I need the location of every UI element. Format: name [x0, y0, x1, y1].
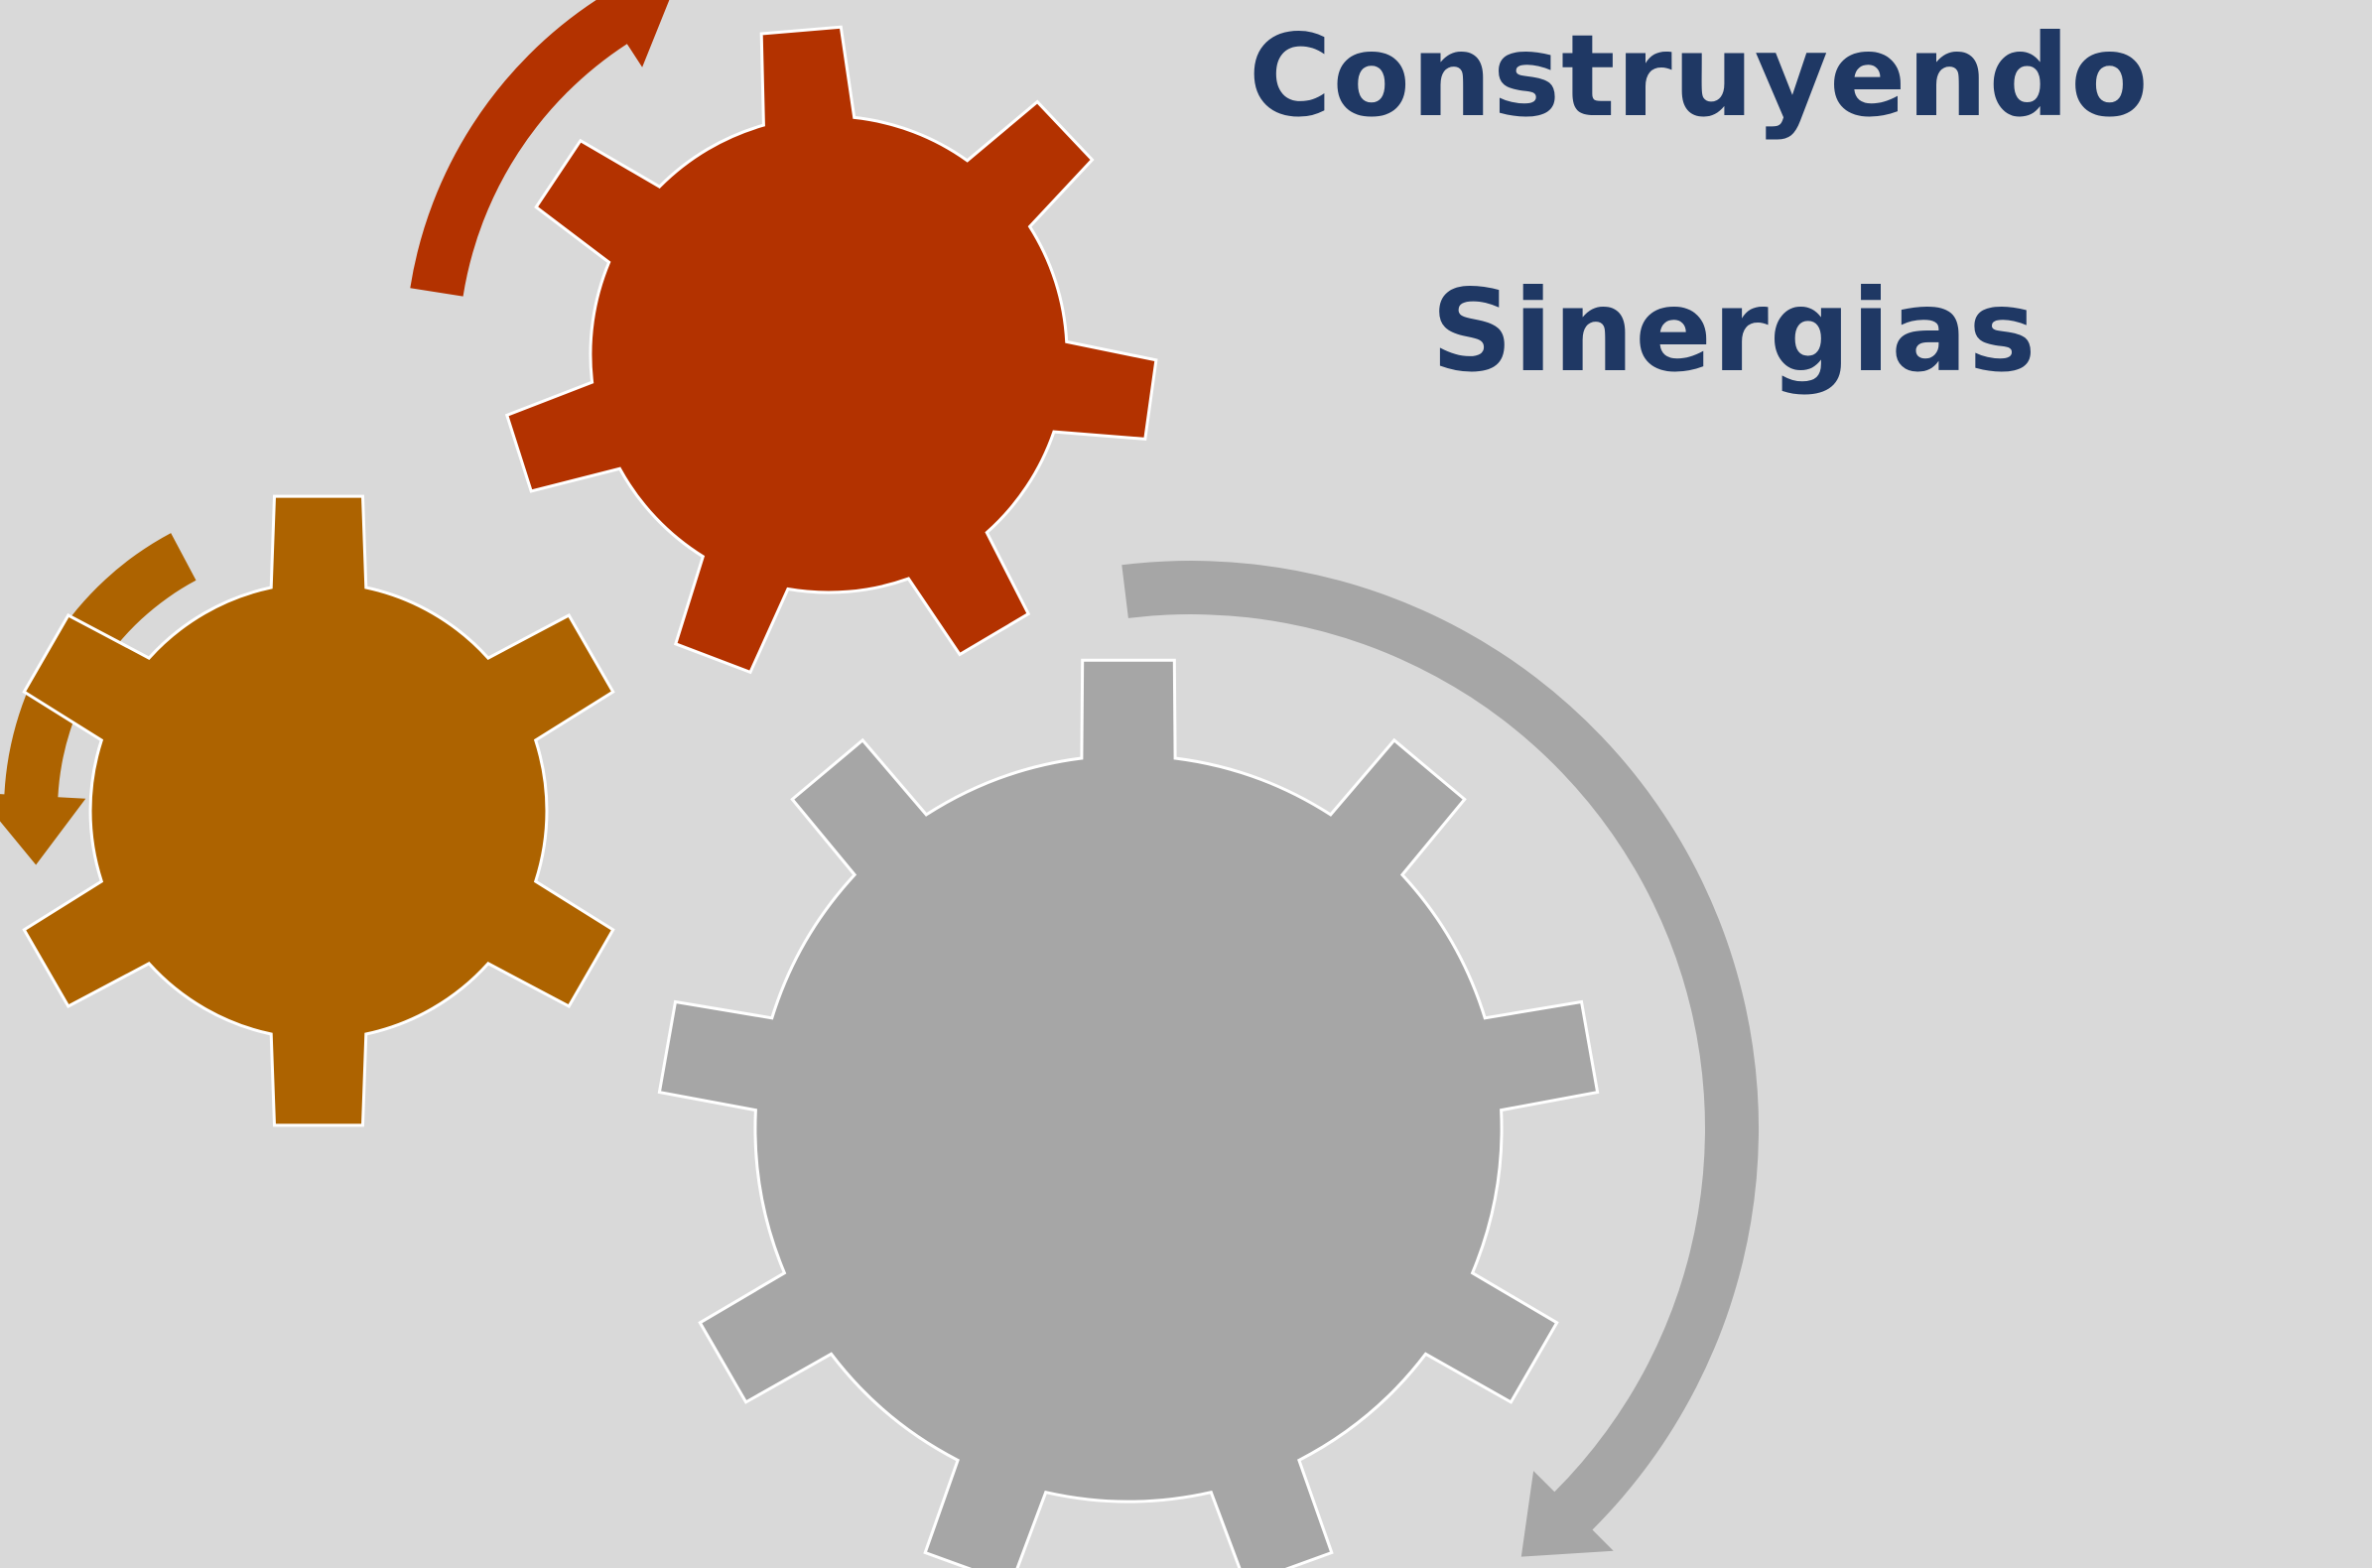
gears-layer [22, 25, 1600, 1568]
title-line-construyendo: Construyendo [1249, 10, 2150, 142]
title-line-sinergias: Sinergias [1431, 265, 2038, 397]
orange-curved-arrow [0, 533, 197, 865]
orange-gear [22, 494, 615, 1127]
red-gear [504, 25, 1158, 675]
arrows-layer [0, 0, 1760, 1557]
gray-curved-arrow [1121, 561, 1760, 1557]
gray-gear [657, 658, 1600, 1568]
red-curved-arrow [410, 0, 670, 297]
